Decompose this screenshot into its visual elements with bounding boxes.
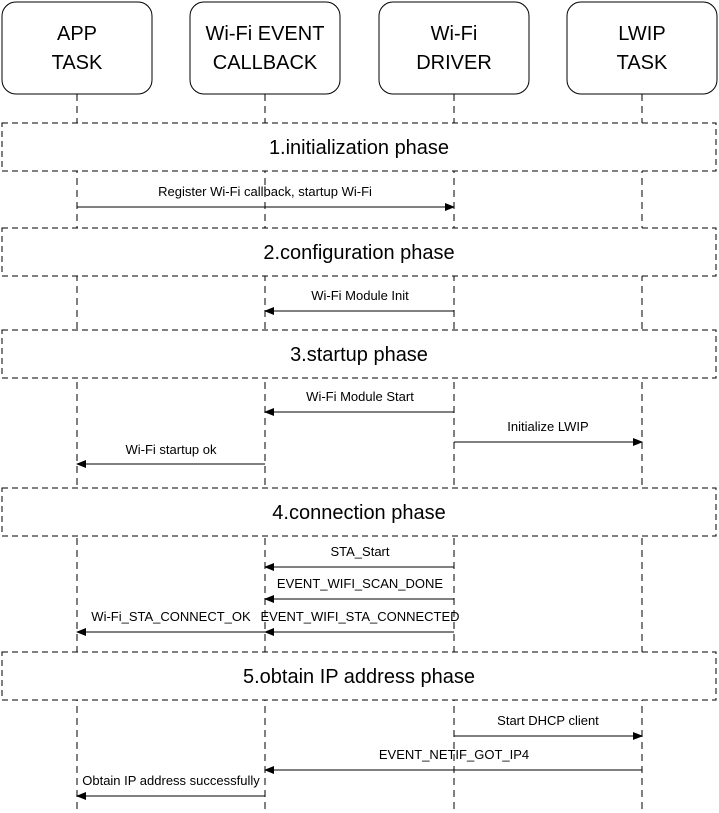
actor-box bbox=[566, 1, 718, 95]
phase-label: 1.initialization phase bbox=[269, 137, 449, 159]
phase-label: 5.obtain IP address phase bbox=[243, 666, 475, 688]
message-label: Obtain IP address successfully bbox=[82, 773, 260, 788]
message-label: EVENT_WIFI_SCAN_DONE bbox=[277, 576, 443, 591]
actor-box bbox=[189, 1, 341, 95]
actor-label-line2: TASK bbox=[52, 52, 103, 74]
message-got-ip4: EVENT_NETIF_GOT_IP4 bbox=[264, 747, 642, 774]
phase-label: 3.startup phase bbox=[290, 344, 428, 366]
phase-initialization: 1.initialization phase bbox=[1, 122, 717, 172]
message-sta-connected: EVENT_WIFI_STA_CONNECTED bbox=[260, 609, 460, 636]
message-label: Wi-Fi startup ok bbox=[125, 442, 217, 457]
message-label: Wi-Fi_STA_CONNECT_OK bbox=[91, 609, 251, 624]
phase-box bbox=[1, 227, 717, 277]
message-start-dhcp: Start DHCP client bbox=[454, 713, 643, 740]
message-sta-connect-ok: Wi-Fi_STA_CONNECT_OK bbox=[76, 609, 265, 636]
actor-wifi-event-callback: Wi-Fi EVENT CALLBACK bbox=[189, 1, 341, 95]
message-label: Wi-Fi Module Init bbox=[311, 288, 409, 303]
actor-box bbox=[378, 1, 530, 95]
actor-label-line1: Wi-Fi bbox=[431, 23, 478, 45]
messages: Register Wi-Fi callback, startup Wi-Fi W… bbox=[76, 184, 643, 800]
actor-box bbox=[1, 1, 153, 95]
actor-label-line2: TASK bbox=[617, 52, 668, 74]
actor-label-line1: Wi-Fi EVENT bbox=[206, 23, 325, 45]
message-scan-done: EVENT_WIFI_SCAN_DONE bbox=[264, 576, 454, 603]
actor-label-line1: LWIP bbox=[618, 23, 665, 45]
message-label: EVENT_WIFI_STA_CONNECTED bbox=[260, 609, 459, 624]
actor-lwip-task: LWIP TASK bbox=[566, 1, 718, 95]
message-label: Register Wi-Fi callback, startup Wi-Fi bbox=[158, 184, 372, 199]
phase-configuration: 2.configuration phase bbox=[1, 227, 717, 277]
message-label: Wi-Fi Module Start bbox=[306, 389, 414, 404]
actor-label-line2: DRIVER bbox=[416, 52, 492, 74]
phase-label: 4.connection phase bbox=[272, 502, 445, 524]
actor-label-line1: APP bbox=[57, 23, 97, 45]
message-label: Initialize LWIP bbox=[507, 419, 588, 434]
phase-startup: 3.startup phase bbox=[1, 329, 717, 379]
message-label: EVENT_NETIF_GOT_IP4 bbox=[379, 747, 529, 762]
actor-label-line2: CALLBACK bbox=[213, 52, 318, 74]
actors: APP TASK Wi-Fi EVENT CALLBACK Wi-Fi DRIV… bbox=[1, 1, 718, 95]
actor-wifi-driver: Wi-Fi DRIVER bbox=[378, 1, 530, 95]
message-module-init: Wi-Fi Module Init bbox=[264, 288, 454, 315]
message-register-callback: Register Wi-Fi callback, startup Wi-Fi bbox=[77, 184, 455, 211]
message-module-start: Wi-Fi Module Start bbox=[264, 389, 454, 416]
phase-box bbox=[1, 329, 717, 379]
message-label: Start DHCP client bbox=[497, 713, 599, 728]
actor-app-task: APP TASK bbox=[1, 1, 153, 95]
phase-label: 2.configuration phase bbox=[263, 242, 454, 264]
message-initialize-lwip: Initialize LWIP bbox=[454, 419, 643, 446]
message-sta-start: STA_Start bbox=[264, 544, 454, 571]
phase-box bbox=[1, 487, 717, 537]
phase-box bbox=[1, 651, 717, 701]
phases: 1.initialization phase 2.configuration p… bbox=[1, 122, 717, 701]
phase-box bbox=[1, 122, 717, 172]
message-startup-ok: Wi-Fi startup ok bbox=[76, 442, 265, 468]
phase-obtain-ip: 5.obtain IP address phase bbox=[1, 651, 717, 701]
message-obtain-ip-ok: Obtain IP address successfully bbox=[76, 773, 265, 800]
phase-connection: 4.connection phase bbox=[1, 487, 717, 537]
message-label: STA_Start bbox=[330, 544, 389, 559]
